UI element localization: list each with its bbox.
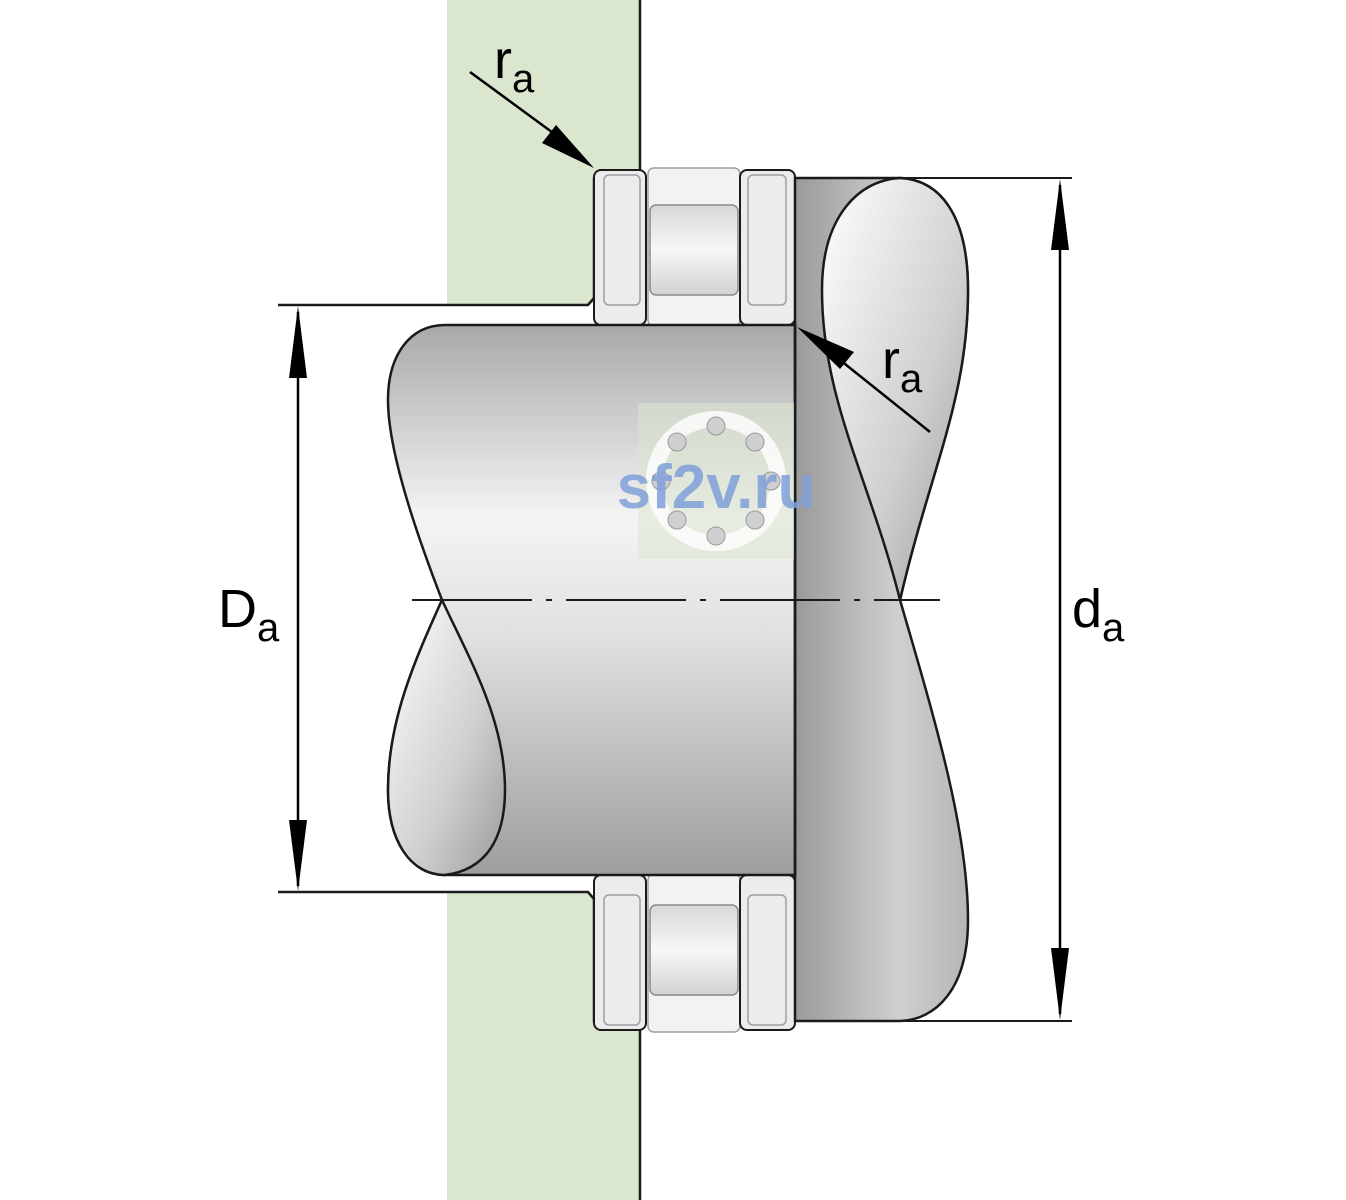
ra-top-label-sub: a xyxy=(512,57,535,101)
bearing-bottom xyxy=(593,873,796,1033)
bearing-top xyxy=(593,167,796,327)
svg-text:ra: ra xyxy=(882,330,923,401)
housing-washer-top xyxy=(593,169,647,326)
dimension-da: da xyxy=(900,177,1125,1022)
Da-label-sub: a xyxy=(257,606,280,650)
radius-ra-top: ra xyxy=(469,30,594,168)
ra-top-label-main: r xyxy=(494,30,512,90)
da-label-main: d xyxy=(1072,579,1102,639)
dimension-Da: Da xyxy=(218,304,445,893)
roller-bottom xyxy=(649,904,739,996)
svg-text:ra: ra xyxy=(494,30,535,101)
ra-right-label-sub: a xyxy=(900,357,923,401)
Da-label-main: D xyxy=(218,579,257,639)
housing-washer-bottom xyxy=(593,874,647,1031)
shaft-end-face xyxy=(386,597,507,877)
da-label-sub: a xyxy=(1102,606,1125,650)
watermark: sf2v.ru xyxy=(617,403,816,559)
watermark-text: sf2v.ru xyxy=(617,453,816,522)
radius-ra-right: ra xyxy=(797,327,931,433)
ra-right-label-main: r xyxy=(882,330,900,390)
roller-top xyxy=(649,204,739,296)
svg-text:Da: Da xyxy=(218,579,280,650)
svg-text:da: da xyxy=(1072,579,1125,650)
